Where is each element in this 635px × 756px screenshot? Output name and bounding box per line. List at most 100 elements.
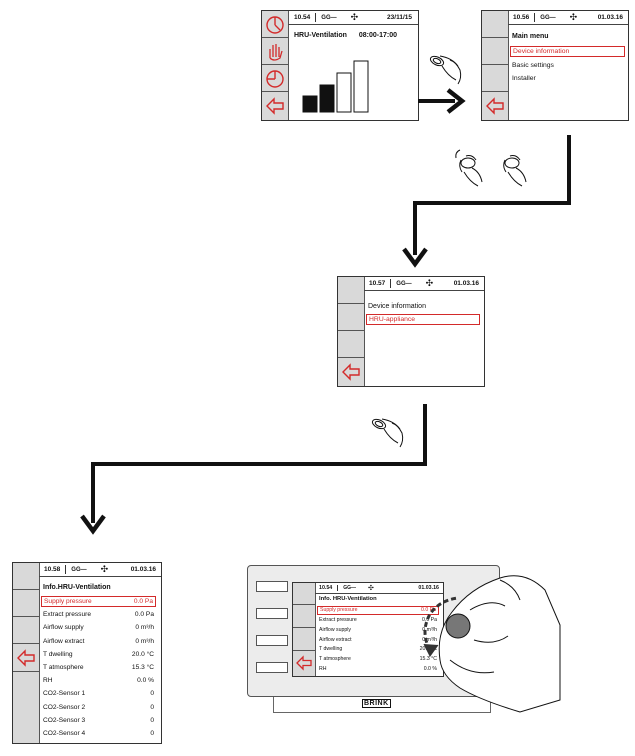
- housing-key-2[interactable]: [256, 608, 288, 619]
- housing-key-3[interactable]: [256, 635, 288, 646]
- menu-item-basic-settings[interactable]: Basic settings: [512, 60, 628, 71]
- row-value: 0 m³/h: [135, 637, 154, 645]
- row-label: Supply pressure: [320, 607, 358, 614]
- device-stand: BRINK: [273, 695, 491, 713]
- row-value: 0.0 Pa: [422, 617, 437, 624]
- row-value: 0.0 Pa: [421, 607, 436, 614]
- brand-logo: BRINK: [362, 699, 391, 709]
- info-row-rh[interactable]: RH 0.0 %: [41, 675, 156, 686]
- info-row-extract-pressure[interactable]: Extract pressure 0.0 Pa: [317, 616, 439, 625]
- side-button-3[interactable]: [338, 331, 364, 358]
- status-icon-connection: GG—: [540, 14, 556, 21]
- side-button-clock[interactable]: [262, 11, 288, 38]
- row-label: RH: [43, 677, 53, 685]
- row-value: 0.0 %: [137, 677, 154, 685]
- side-button-hand[interactable]: [262, 38, 288, 65]
- time-label: 10.54: [294, 14, 311, 21]
- side-button-back[interactable]: [338, 358, 364, 386]
- housing-key-1[interactable]: [256, 581, 288, 592]
- row-label: T dwelling: [43, 650, 73, 658]
- side-button-column: [293, 583, 316, 676]
- side-button-back[interactable]: [13, 644, 39, 672]
- press-hand-icon: [371, 418, 404, 448]
- status-bar: 10.57 GG— ✣ 01.03.16: [364, 277, 484, 291]
- side-button-clock-2[interactable]: [262, 65, 288, 92]
- clock-icon: [266, 70, 284, 88]
- fan-icon: ✣: [350, 12, 359, 22]
- side-button-2[interactable]: [293, 605, 315, 628]
- screen-main-menu: 10.56 GG— ✣ 01.03.16 Main menu Device in…: [481, 10, 629, 121]
- row-value: 0 m³/h: [422, 636, 437, 643]
- side-button-2[interactable]: [482, 38, 508, 65]
- hand-icon: [269, 44, 283, 61]
- turn-hand-icon: [503, 155, 527, 187]
- time-label: 10.58: [44, 566, 61, 573]
- side-button-3[interactable]: [482, 65, 508, 92]
- status-icon-connection: GG—: [71, 566, 87, 573]
- row-value: 0 m³/h: [135, 624, 154, 632]
- side-button-column: [482, 11, 509, 120]
- row-label: Airflow supply: [43, 624, 84, 632]
- menu-item-device-information[interactable]: Device information: [510, 46, 625, 57]
- menu-item-label: HRU-appliance: [369, 316, 416, 323]
- side-button-1[interactable]: [293, 583, 315, 605]
- row-value: 0.0 Pa: [133, 598, 153, 605]
- side-button-2[interactable]: [13, 590, 39, 617]
- time-label: 10.56: [513, 14, 530, 21]
- row-label: Airflow supply: [319, 626, 352, 633]
- back-arrow-icon: [342, 363, 360, 381]
- info-row-airflow-supply[interactable]: Airflow supply 0 m³/h: [41, 622, 156, 633]
- screen-info-hru: 10.58 GG— ✣ 01.03.16 Info.HRU-Ventilatio…: [12, 562, 162, 744]
- housing-key-4[interactable]: [256, 662, 288, 673]
- side-button-1[interactable]: [482, 11, 508, 38]
- menu-item-installer[interactable]: Installer: [512, 73, 628, 84]
- row-value: 0.0 Pa: [134, 611, 154, 619]
- status-bar: 10.54 GG— ✣ 23/11/15: [288, 11, 418, 25]
- side-button-back[interactable]: [482, 92, 508, 120]
- row-value: 0: [150, 716, 154, 724]
- side-button-1[interactable]: [13, 563, 39, 590]
- fan-icon: ✣: [368, 585, 374, 592]
- press-hand-icon: [429, 55, 462, 85]
- date-label: 23/11/15: [387, 14, 412, 21]
- right-arrow: [418, 88, 466, 114]
- status-bar: 10.58 GG— ✣ 01.03.16: [39, 563, 161, 577]
- info-row-supply-pressure[interactable]: Supply pressure 0.0 Pa: [317, 606, 439, 615]
- connector-arrow-1: [402, 135, 571, 268]
- row-label: Extract pressure: [319, 617, 357, 624]
- row-label: CO2-Sensor 4: [43, 730, 86, 737]
- fan-icon: ✣: [100, 564, 109, 574]
- side-button-3[interactable]: [13, 617, 39, 644]
- side-button-3[interactable]: [293, 628, 315, 651]
- row-label: CO2-Sensor 1: [43, 690, 86, 698]
- side-button-back[interactable]: [293, 651, 315, 676]
- menu-heading: Main menu: [512, 33, 549, 40]
- row-value: 15.3 °C: [419, 656, 437, 663]
- date-label: 01.03.16: [453, 280, 479, 287]
- side-button-back[interactable]: [262, 92, 288, 120]
- connector-arrow-2: [80, 404, 427, 535]
- turn-hand-icon: [455, 149, 483, 187]
- menu-item-hru-appliance[interactable]: HRU-appliance: [366, 314, 480, 325]
- level-bar-2: [319, 84, 335, 113]
- row-value: 15.3 °C: [131, 664, 154, 671]
- side-button-1[interactable]: [338, 277, 364, 304]
- back-arrow-icon: [486, 97, 504, 115]
- menu-heading: Device information: [368, 303, 426, 310]
- screen-home: 10.54 GG— ✣ 23/11/15 HRU-Ventilation 08:…: [261, 10, 419, 121]
- side-button-2[interactable]: [338, 304, 364, 331]
